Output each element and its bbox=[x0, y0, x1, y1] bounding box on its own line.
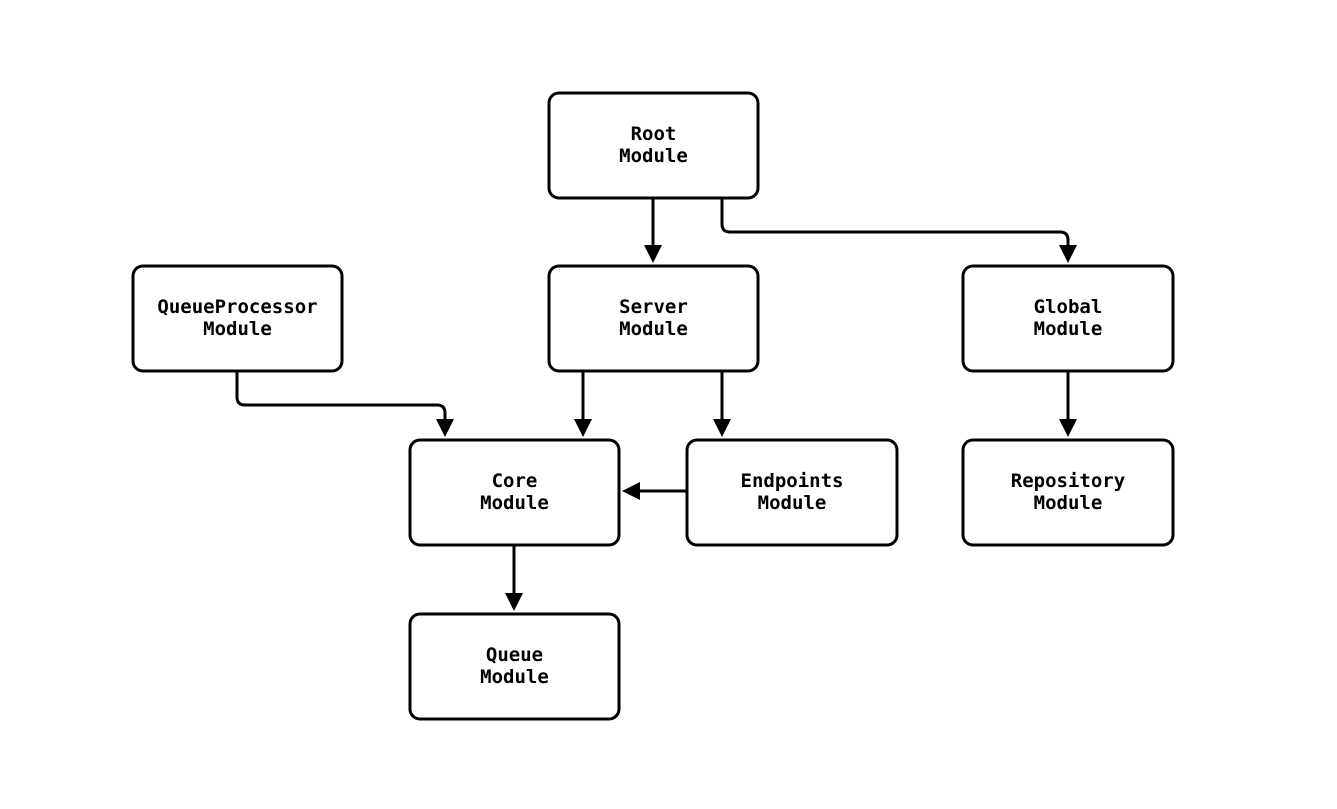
node-global[interactable]: Global Module bbox=[961, 264, 1175, 373]
edge-root-to-global bbox=[720, 198, 1077, 263]
node-core[interactable]: Core Module bbox=[408, 438, 621, 547]
node-label-line2: Module bbox=[480, 492, 549, 514]
edge-line bbox=[235, 371, 447, 427]
node-label-line2: Module bbox=[619, 318, 688, 340]
arrow-head-icon bbox=[574, 419, 592, 437]
node-label-line1: Core bbox=[492, 470, 538, 492]
node-label-line2: Module bbox=[619, 145, 688, 167]
node-label-line1: Queue bbox=[486, 644, 543, 666]
edge-line bbox=[720, 198, 1070, 253]
node-box[interactable] bbox=[547, 264, 760, 373]
node-label-line1: Server bbox=[619, 296, 688, 318]
node-label-line2: Module bbox=[1034, 318, 1103, 340]
node-label-line1: Root bbox=[631, 123, 677, 145]
arrow-head-icon bbox=[1059, 419, 1077, 437]
arrow-head-icon bbox=[436, 419, 454, 437]
node-label-line1: Global bbox=[1034, 296, 1103, 318]
node-server[interactable]: Server Module bbox=[547, 264, 760, 373]
node-label-line2: Module bbox=[203, 318, 272, 340]
node-box[interactable] bbox=[408, 612, 621, 721]
node-box[interactable] bbox=[961, 438, 1175, 547]
node-label-line1: Endpoints bbox=[741, 470, 844, 492]
nodes-layer: Root Module QueueProcessor Module Server… bbox=[131, 91, 1175, 721]
arrow-head-icon bbox=[505, 593, 523, 611]
arrow-head-icon bbox=[644, 245, 662, 263]
node-label-line2: Module bbox=[758, 492, 827, 514]
node-endpoints[interactable]: Endpoints Module bbox=[685, 438, 899, 547]
node-box[interactable] bbox=[408, 438, 621, 547]
edge-core-to-queue bbox=[505, 545, 523, 611]
node-root[interactable]: Root Module bbox=[547, 91, 760, 200]
node-label-line1: QueueProcessor bbox=[157, 296, 317, 318]
arrow-head-icon bbox=[1059, 245, 1077, 263]
node-box[interactable] bbox=[961, 264, 1175, 373]
arrow-head-icon bbox=[713, 419, 731, 437]
node-queueprocessor[interactable]: QueueProcessor Module bbox=[131, 264, 344, 373]
node-repository[interactable]: Repository Module bbox=[961, 438, 1175, 547]
node-box[interactable] bbox=[547, 91, 760, 200]
edge-endpoints-to-core bbox=[622, 482, 687, 500]
node-box[interactable] bbox=[685, 438, 899, 547]
node-queue[interactable]: Queue Module bbox=[408, 612, 621, 721]
edge-server-to-endpoints bbox=[713, 371, 731, 437]
edge-queueprocessor-to-core bbox=[235, 371, 454, 437]
edge-server-to-core bbox=[574, 371, 592, 437]
edges-layer bbox=[235, 198, 1077, 611]
node-label-line2: Module bbox=[1034, 492, 1103, 514]
node-box[interactable] bbox=[131, 264, 344, 373]
edge-global-to-repository bbox=[1059, 371, 1077, 437]
node-label-line2: Module bbox=[480, 666, 549, 688]
arrow-head-icon bbox=[622, 482, 640, 500]
edge-root-to-server bbox=[644, 198, 662, 263]
node-label-line1: Repository bbox=[1011, 470, 1125, 492]
